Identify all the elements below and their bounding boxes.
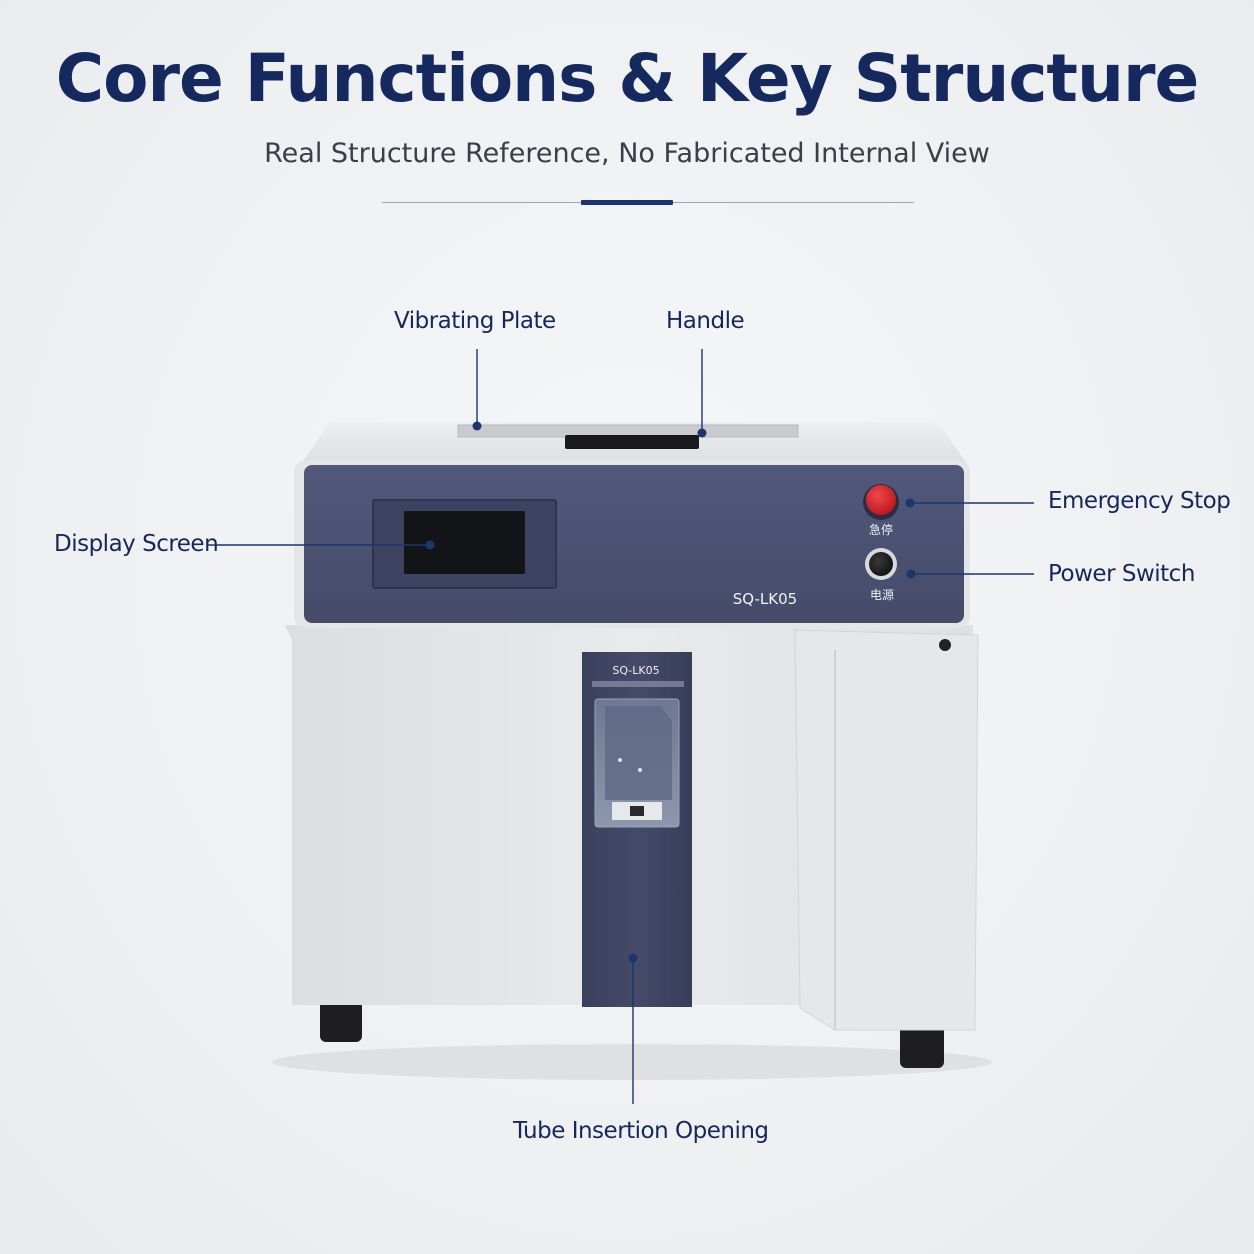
front-subtitle-glyphs: [592, 681, 684, 687]
front-model-label: SQ-LK05: [612, 664, 659, 677]
internal-screw-1: [618, 758, 622, 762]
callout-handle: Handle: [666, 308, 745, 334]
internal-slot-hole: [630, 806, 644, 816]
page-title: Core Functions & Key Structure: [55, 40, 1200, 117]
callout-tube-insertion-opening: Tube Insertion Opening: [513, 1118, 769, 1144]
foot-left: [320, 1000, 362, 1042]
emergency-stop-button[interactable]: [866, 485, 896, 515]
power-switch-button[interactable]: [869, 552, 893, 576]
callout-vibrating-plate: Vibrating Plate: [394, 308, 556, 334]
callout-display-screen: Display Screen: [54, 531, 219, 557]
callout-emergency-stop: Emergency Stop: [1048, 488, 1231, 514]
title-divider-accent: [581, 200, 673, 205]
page-subtitle: Real Structure Reference, No Fabricated …: [264, 138, 990, 169]
power-label: 电源: [870, 588, 894, 602]
display-screen[interactable]: [404, 511, 525, 574]
side-module: [794, 629, 979, 1031]
callout-power-switch: Power Switch: [1048, 561, 1195, 587]
foot-right: [900, 1025, 944, 1068]
internal-bracket: [605, 706, 672, 800]
internal-screw-2: [638, 768, 642, 772]
estop-label: 急停: [869, 522, 893, 537]
callout-lines: [208, 349, 1034, 1104]
floor-shadow: [272, 1044, 992, 1080]
side-port: [939, 639, 951, 651]
callout-dots: [425, 421, 916, 963]
panel-model-label: SQ-LK05: [733, 590, 797, 608]
handle: [565, 435, 699, 449]
